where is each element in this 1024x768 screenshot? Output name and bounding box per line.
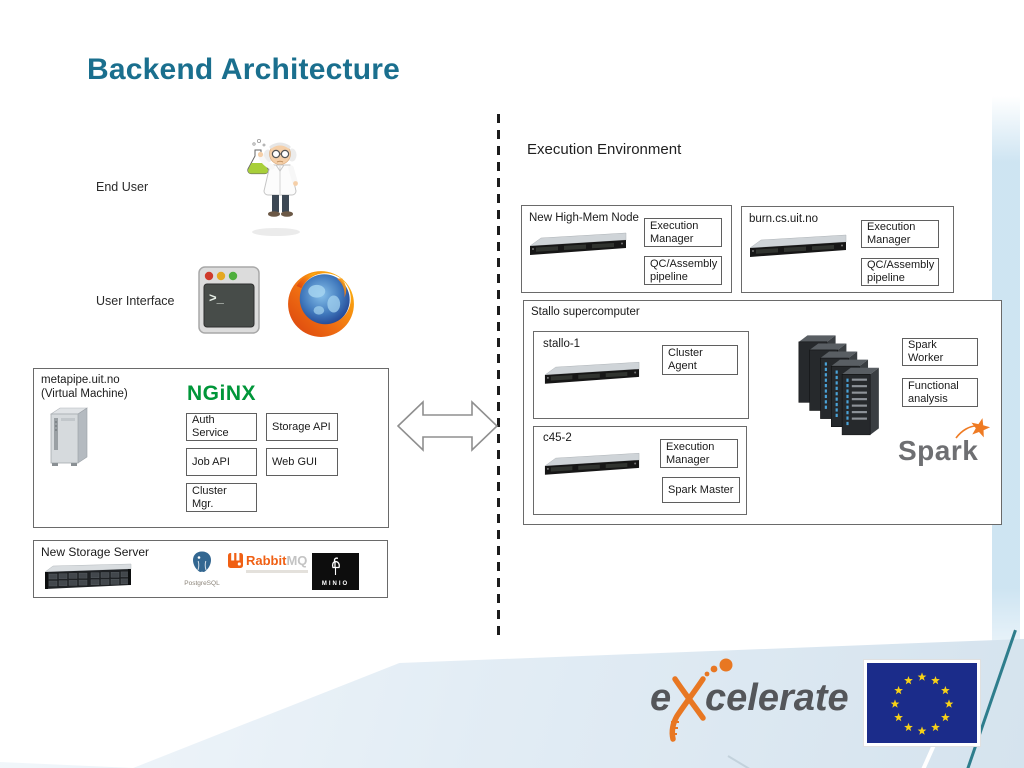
cluster-agent-box: Cluster Agent [662,345,738,375]
cluster-mgr-box: Cluster Mgr. [186,483,257,512]
excelerate-dna-rungs [670,721,679,735]
storage-server-box: New Storage Server [33,540,388,598]
burn-node-label: burn.cs.uit.no [749,213,819,225]
dashed-divider-line [497,114,500,638]
tower-server-icon [50,407,88,466]
scientist-illustration [247,139,300,236]
firefox-icon [288,271,354,337]
storage-api-box: Storage API [266,413,338,441]
excelerate-text-e: e [650,677,671,719]
excelerate-dots [704,658,733,677]
storage-rack-icon [44,563,132,589]
rack-server-icon [544,361,640,384]
eu-flag [864,660,980,746]
rabbitmq-label-mq: MQ [286,553,308,568]
postgresql-logo: PostgreSQL [184,550,220,587]
stallo-supercomputer-box: Stallo supercomputer stallo-1 Cluster Ag… [523,300,1002,525]
web-gui-box: Web GUI [266,448,338,476]
c45-2-box: c45-2 Execution Manager Spark Master [533,426,747,515]
end-user-label: End User [96,180,149,194]
execution-environment-header: Execution Environment [527,141,682,158]
auth-service-box: Auth Service [186,413,257,441]
stallo-1-box: stallo-1 Cluster Agent [533,331,749,419]
rack-server-icon [544,452,640,475]
execution-manager-box: Execution Manager [660,439,738,468]
high-mem-node-box: New High-Mem Node Execution Manager QC/A… [521,205,732,293]
execution-manager-box: Execution Manager [861,220,939,248]
spark-worker-box: Spark Worker [902,338,978,366]
qc-assembly-box: QC/Assembly pipeline [644,256,722,285]
page-title: Backend Architecture [87,53,400,86]
job-api-box: Job API [186,448,257,476]
qc-assembly-box: QC/Assembly pipeline [861,258,939,286]
vm-name-line1: metapipe.uit.no [41,374,120,386]
vm-name-line2: (Virtual Machine) [41,388,128,400]
stallo-1-label: stallo-1 [543,338,581,350]
rack-server-icon [529,232,627,255]
eu-flag-stars [890,672,954,735]
rabbitmq-tagline [246,570,308,573]
rack-server-icon [749,234,847,257]
minio-label: MINIO [321,581,350,587]
excelerate-text-rest: celerate [705,677,849,719]
storage-server-label: New Storage Server [41,545,150,559]
minio-logo: MINIO [312,553,359,590]
functional-analysis-box: Functional analysis [902,378,978,407]
svg-text:>_: >_ [209,290,225,305]
terminal-icon: >_ [198,266,260,334]
rabbitmq-icon [228,553,243,568]
postgresql-elephant-icon [193,551,211,572]
excelerate-dna-x [669,676,706,742]
rabbitmq-label-rabbit: Rabbit [246,553,287,568]
burn-node-box: burn.cs.uit.no Execution Manager QC/Asse… [741,206,954,293]
execution-manager-box: Execution Manager [644,218,722,247]
spark-master-box: Spark Master [662,477,740,503]
double-arrow [397,400,498,452]
server-cluster-stack [798,335,879,436]
minio-flamingo-icon [331,557,340,575]
spark-logo-text: Spark [898,435,978,466]
nginx-logo: NGiNX [187,382,257,405]
user-interface-label: User Interface [96,294,175,308]
stallo-label: Stallo supercomputer [531,306,640,318]
c45-2-label: c45-2 [543,432,572,444]
high-mem-node-label: New High-Mem Node [529,212,639,224]
eu-flag-image [867,663,977,743]
excelerate-logo: e celerate [650,658,849,742]
spark-logo: Spark [898,418,991,466]
postgresql-label: PostgreSQL [184,580,220,587]
metapipe-vm-box: metapipe.uit.no (Virtual Machine) NGiNX … [33,368,389,528]
